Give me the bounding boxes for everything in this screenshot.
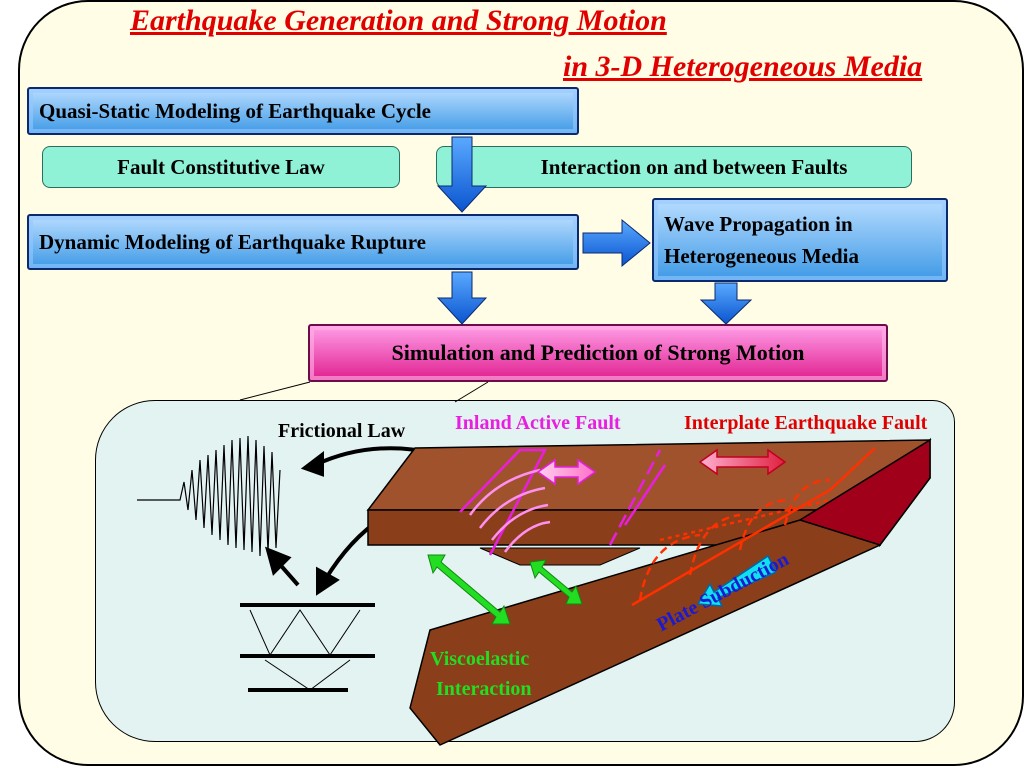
interaction-box: Interaction on and between Faults — [436, 146, 912, 188]
connector-lines — [239, 381, 489, 403]
inland-fault-icon — [459, 448, 667, 556]
interplate-fault-icon — [631, 447, 876, 607]
frictional-law-label: Frictional Law — [278, 420, 406, 442]
inland-slip-arrow — [536, 458, 597, 486]
down-arrow-1 — [436, 136, 488, 213]
quasi-static-label: Quasi-Static Modeling of Earthquake Cycl… — [39, 98, 431, 123]
wave-propagation-line-2: Heterogeneous Media — [664, 244, 859, 268]
dynamic-rupture-label: Dynamic Modeling of Earthquake Rupture — [39, 229, 426, 254]
down-arrow-3 — [699, 282, 753, 325]
simulation-box: Simulation and Prediction of Strong Moti… — [308, 324, 888, 382]
inland-fault-label: Inland Active Fault — [455, 412, 621, 434]
seismogram-icon — [137, 435, 281, 557]
ray-to-seismogram-arrow — [265, 546, 300, 587]
interplate-slip-arrow — [698, 448, 787, 476]
fault-law-box: Fault Constitutive Law — [42, 146, 400, 188]
wave-propagation-box: Wave Propagation in Heterogeneous Media — [652, 198, 948, 282]
dynamic-rupture-box: Dynamic Modeling of Earthquake Rupture — [27, 214, 579, 270]
ray-path-diagram — [240, 603, 375, 692]
fault-law-label: Fault Constitutive Law — [117, 154, 325, 179]
viscoelastic-label-line-1: Viscoelastic — [430, 648, 530, 670]
title-line-1: Earthquake Generation and Strong Motion — [130, 4, 667, 37]
interplate-fault-label: Interplate Earthquake Fault — [684, 412, 928, 434]
title-line-2: in 3-D Heterogeneous Media — [563, 50, 923, 83]
down-arrow-2 — [436, 271, 488, 325]
subduction-arrow — [696, 554, 778, 607]
interaction-label: Interaction on and between Faults — [540, 154, 848, 179]
simulation-label: Simulation and Prediction of Strong Moti… — [391, 340, 805, 365]
quasi-static-box: Quasi-Static Modeling of Earthquake Cycl… — [27, 87, 579, 135]
viscoelastic-label-line-2: Interaction — [436, 678, 532, 700]
wave-propagation-line-1: Wave Propagation in — [664, 212, 853, 236]
viscoelastic-arrow-1 — [427, 554, 511, 625]
viscoelastic-arrow-2 — [529, 559, 583, 605]
right-arrow — [582, 218, 651, 268]
